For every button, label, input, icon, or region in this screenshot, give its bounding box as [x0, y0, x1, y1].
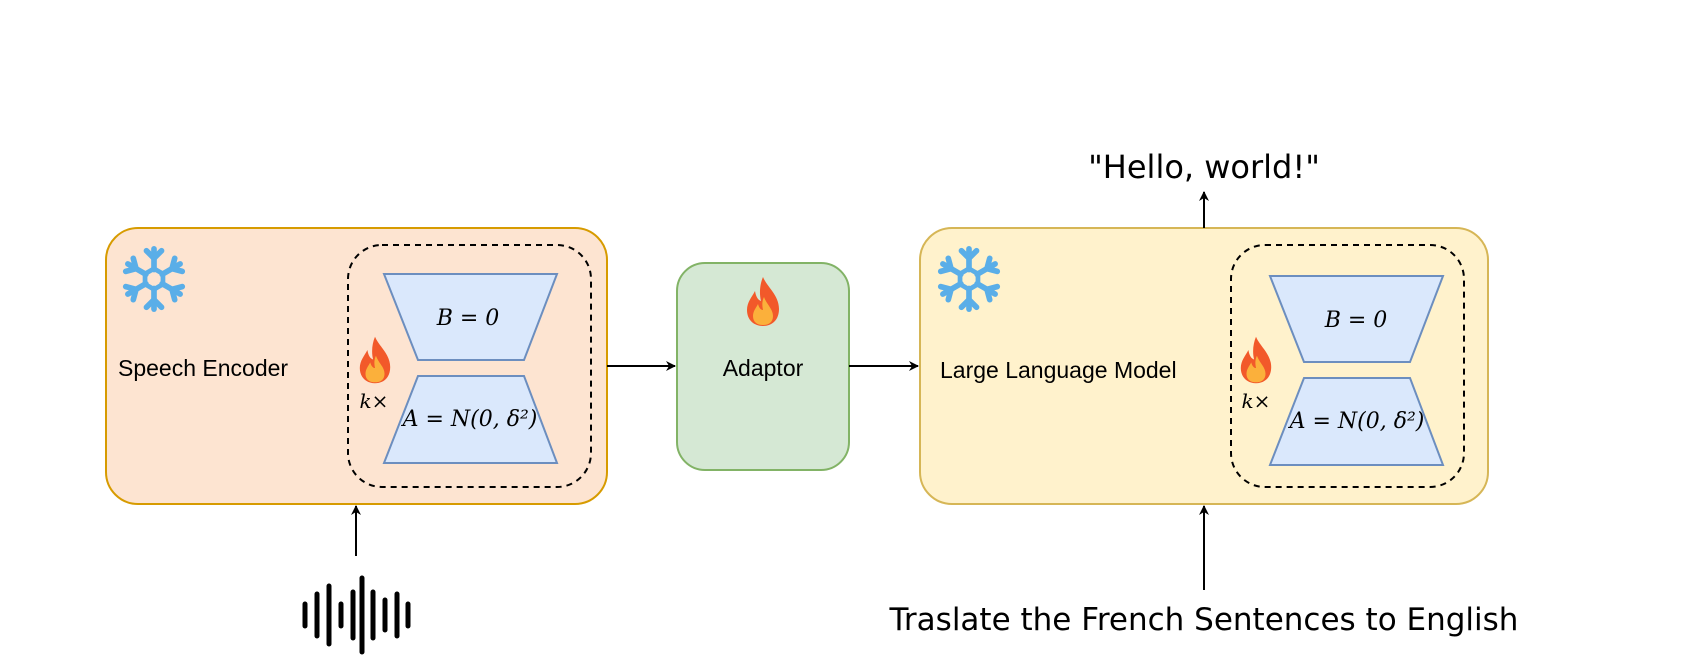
lora-b-label: B = 0 — [436, 306, 500, 331]
output-text: "Hello, world!" — [1088, 148, 1320, 186]
adaptor-label: Adaptor — [723, 355, 804, 381]
lora-a-label: A = N(0, δ²) — [1288, 409, 1425, 434]
flow-arrows — [351, 191, 1209, 590]
lora-a-trapezoid — [1268, 377, 1445, 466]
speech-encoder-block: Speech Encoder B = 0 A = N(0, δ²) k× — [105, 227, 608, 505]
speech-encoder-label: Speech Encoder — [118, 355, 288, 381]
prompt-text: Traslate the French Sentences to English — [889, 602, 1519, 638]
lora-a-label: A = N(0, δ²) — [401, 407, 538, 432]
encoder-lora-module: B = 0 A = N(0, δ²) k× — [347, 244, 592, 488]
lora-b-trapezoid — [382, 273, 559, 361]
lora-b-trapezoid — [1268, 275, 1445, 363]
llm-block: Large Language Model B = 0 A = N(0, δ²) … — [919, 227, 1489, 505]
lora-b-label: B = 0 — [1324, 308, 1388, 333]
llm-lora-module: B = 0 A = N(0, δ²) k× — [1230, 244, 1465, 488]
lora-repeat-label: k× — [1242, 389, 1271, 413]
lora-repeat-label: k× — [360, 389, 389, 413]
lora-a-trapezoid — [382, 375, 559, 464]
llm-label: Large Language Model — [940, 357, 1177, 383]
adaptor-block: Adaptor — [676, 262, 850, 471]
waveform-icon — [302, 575, 411, 655]
